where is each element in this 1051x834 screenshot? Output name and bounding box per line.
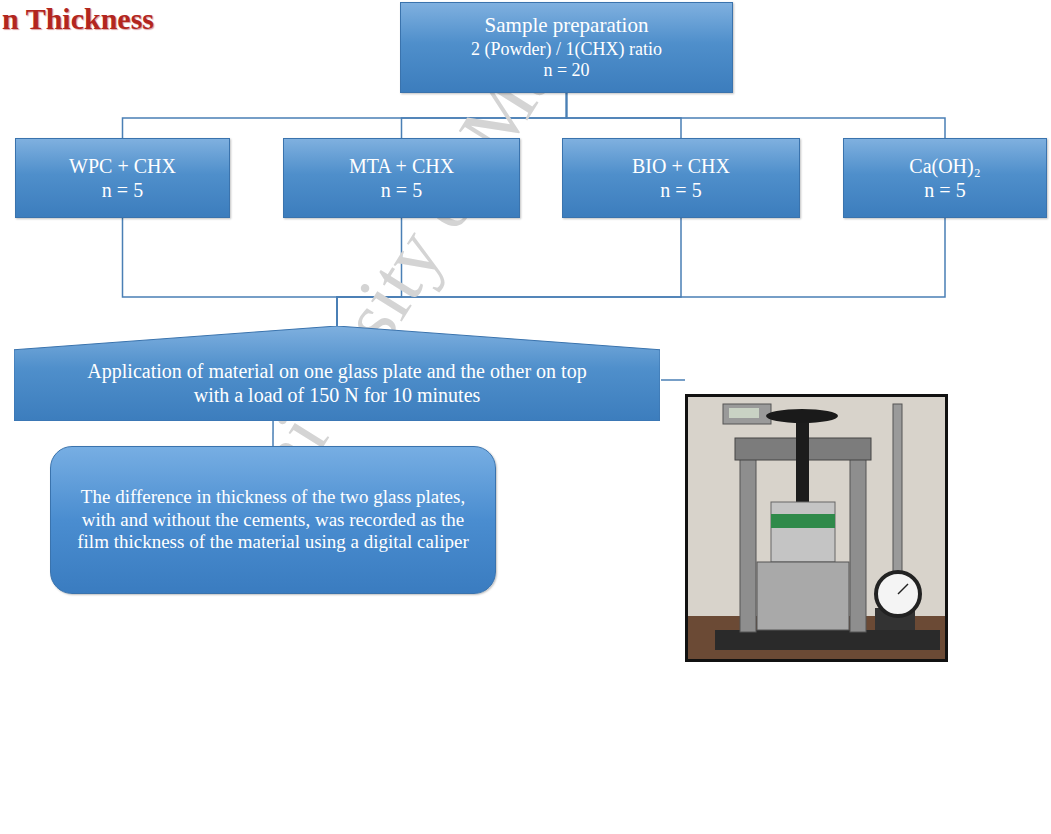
node-text: n = 5 [102,178,143,202]
node-text: Ca(OH)₂ [909,154,980,178]
node-text: n = 5 [924,178,965,202]
node-text: n = 20 [543,60,589,82]
node-text: Sample preparation [485,13,649,38]
node-text: The difference in thickness of the two g… [73,486,473,554]
node-text: n = 5 [660,178,701,202]
result-box: The difference in thickness of the two g… [50,446,496,594]
connector [567,93,946,138]
page-title: n Thickness [2,2,154,36]
connector [123,218,338,326]
node-text: WPC + CHX [69,154,176,178]
group-box: BIO + CHXn = 5 [562,138,800,218]
group-box: MTA + CHXn = 5 [283,138,520,218]
node-text: BIO + CHX [632,154,730,178]
node-text: MTA + CHX [349,154,454,178]
node-text: Application of material on one glass pla… [74,359,600,407]
start-box: Sample preparation2 (Powder) / 1(CHX) ra… [400,2,733,93]
leader-line [661,379,685,381]
process-shape: Application of material on one glass pla… [14,326,660,421]
group-box: WPC + CHXn = 5 [15,138,230,218]
group-box: Ca(OH)₂n = 5 [843,138,1047,218]
node-text: 2 (Powder) / 1(CHX) ratio [471,39,662,61]
node-text: n = 5 [381,178,422,202]
connector [567,93,682,138]
press-photo [685,394,948,662]
